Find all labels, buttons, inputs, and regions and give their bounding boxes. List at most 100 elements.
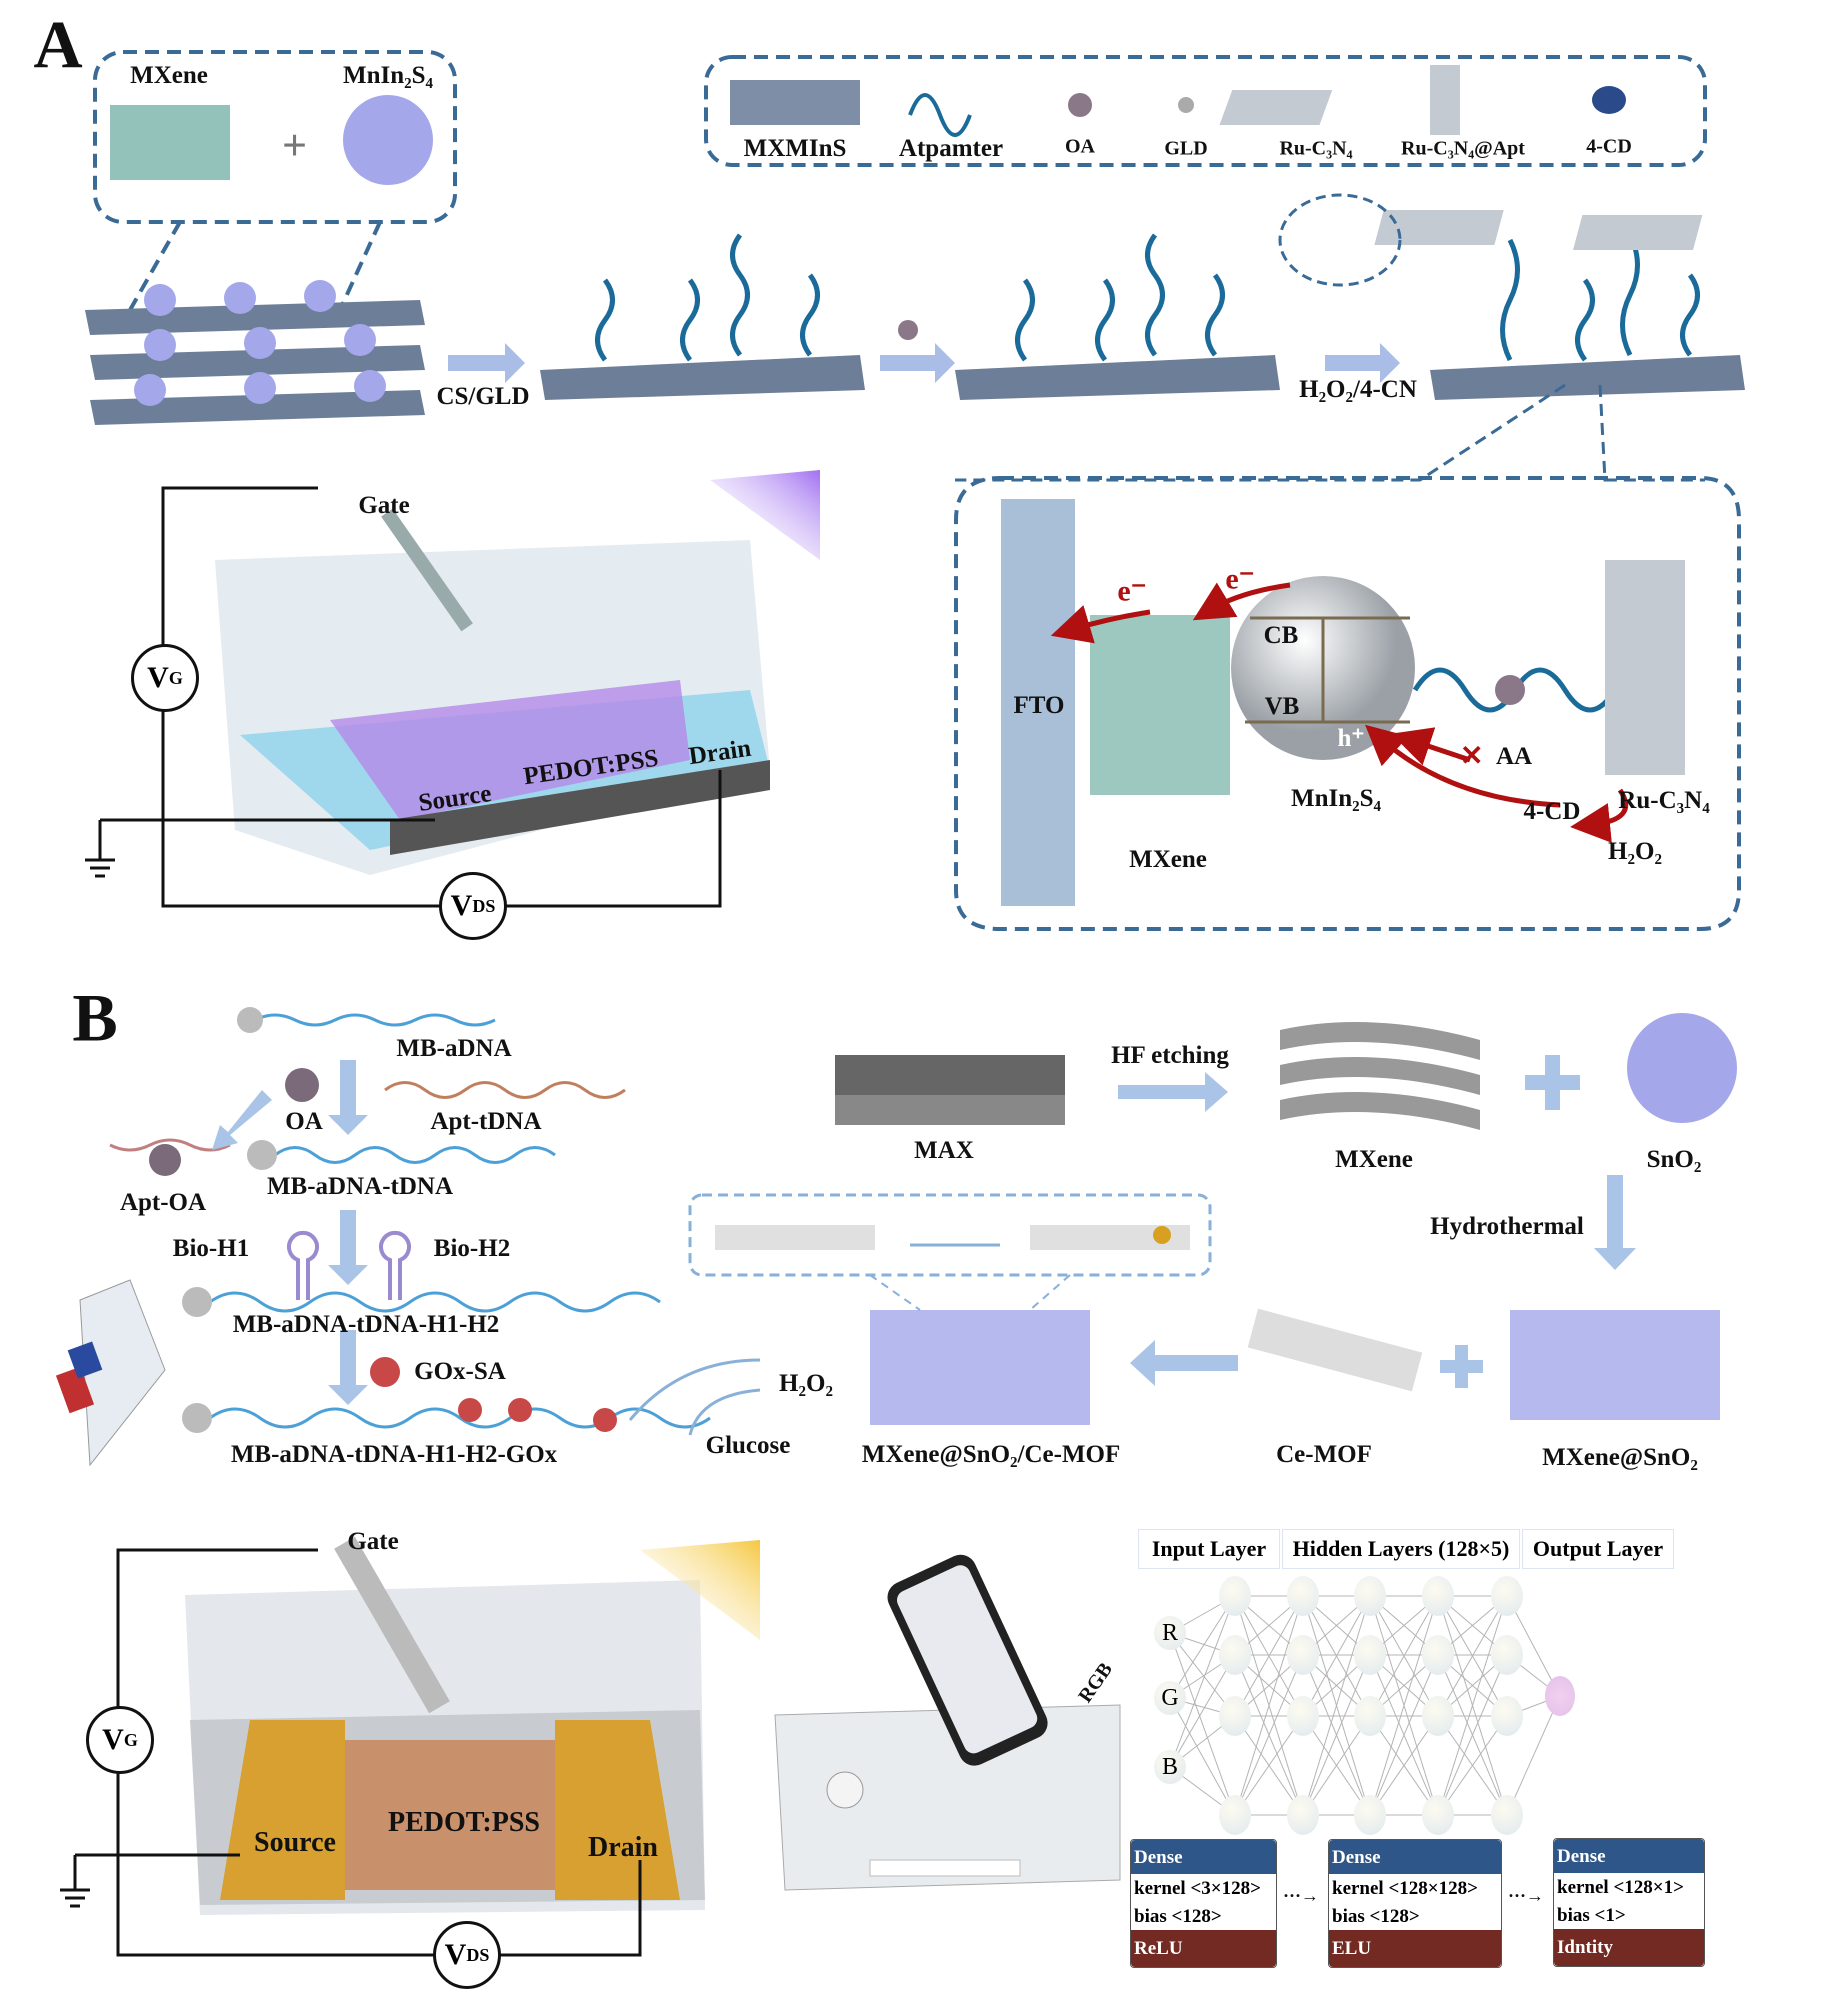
step-h2o2-4cn: H₂O₂/4-CN — [1299, 376, 1417, 403]
connection — [1169, 1632, 1236, 1816]
hidden-node — [1287, 1696, 1319, 1736]
mxene-crystal-label: MXene — [1129, 846, 1207, 873]
band-lines — [1245, 616, 1410, 724]
electron-transfer-arrows — [1050, 582, 1629, 843]
max-label: MAX — [914, 1137, 974, 1164]
sno2-flower — [1627, 1013, 1737, 1123]
aa-label: AA — [1495, 743, 1533, 770]
hidden-node — [1354, 1795, 1386, 1835]
hydrothermal-arrow — [1594, 1175, 1636, 1270]
mxene-sno2-ce-mof — [870, 1310, 1090, 1425]
hydrothermal-label: Hydrothermal — [1430, 1213, 1584, 1240]
connection — [1437, 1595, 1508, 1717]
ru-c3n4-label: Ru-C₃N₄ — [1618, 787, 1710, 814]
dots-arrow-2: ···→ — [1507, 1885, 1545, 1906]
sno2-label: SnO₂ — [1646, 1146, 1702, 1173]
panel-b-label: B — [72, 979, 118, 1056]
plus-icon-2 — [1440, 1345, 1483, 1388]
mxene-lattice-icon — [110, 105, 230, 180]
dense-title: Dense — [1329, 1840, 1501, 1874]
oa-particle-icon — [898, 320, 918, 340]
cb-label: CB — [1263, 622, 1299, 649]
legend-oa: OA — [1065, 135, 1095, 158]
hidden-node — [1287, 1576, 1319, 1616]
circuit-wires-a — [85, 486, 722, 908]
connection — [1169, 1654, 1236, 1768]
ru-c3n4-crystal — [1605, 560, 1685, 775]
connection — [1369, 1595, 1439, 1717]
dense-title: Dense — [1554, 1839, 1704, 1873]
aptamer-strands — [595, 233, 1700, 362]
connection — [1234, 1715, 1304, 1816]
vb-label: VB — [1264, 693, 1300, 720]
circuit-wires-b — [60, 1548, 642, 1957]
ru-c3n4-sheet-left — [1374, 210, 1504, 245]
connection — [1369, 1654, 1439, 1816]
gate-label-a: Gate — [358, 492, 410, 519]
source-label-b: Source — [254, 1827, 336, 1858]
step-cs-gld: CS/GLD — [436, 383, 530, 410]
plus-icon: + — [282, 121, 307, 170]
h2o2-label: H₂O₂ — [1608, 838, 1662, 865]
legend-aptamer: Atpamter — [898, 135, 1004, 162]
dense-block-1: Dense kernel <3×128> bias <128> ReLU — [1130, 1839, 1277, 1968]
flowers — [134, 280, 386, 406]
oa-particle — [285, 1068, 319, 1102]
connection — [1169, 1595, 1236, 1699]
hidden-node — [1219, 1576, 1251, 1616]
ce-mof-rods — [1247, 1308, 1423, 1392]
apt-tdna-label: Apt-tDNA — [430, 1108, 542, 1135]
device-b — [185, 1536, 760, 1915]
hf-arrow — [1118, 1072, 1228, 1112]
hidden-node — [1287, 1795, 1319, 1835]
mxene-crystal — [1090, 615, 1230, 795]
left-arrow — [1130, 1340, 1238, 1386]
mxene-mnin2s4-callout — [93, 50, 457, 224]
connection — [1234, 1595, 1304, 1717]
process-arrows — [448, 343, 1400, 383]
probe-callout — [1278, 193, 1402, 287]
connection — [1169, 1595, 1236, 1768]
dots-arrow-1: ···→ — [1282, 1885, 1320, 1906]
mxene-label-b: MXene — [1335, 1146, 1413, 1173]
connection — [1169, 1697, 1236, 1816]
connection — [1234, 1654, 1304, 1816]
composite-label: MXene@SnO₂/Ce-MOF — [861, 1441, 1121, 1468]
electron-label-2: e⁻ — [1225, 562, 1255, 596]
hidden-node — [1491, 1635, 1523, 1675]
connection — [1437, 1715, 1508, 1816]
mnin2s4-flower-icon — [343, 95, 433, 185]
bio-h1-label: Bio-H1 — [172, 1235, 250, 1262]
connection — [1369, 1715, 1439, 1816]
gox-sa-particles — [370, 1357, 617, 1432]
connection — [1369, 1595, 1439, 1816]
mechanism-inset-border — [954, 476, 1741, 931]
h2o2-label-b: H₂O₂ — [779, 1370, 833, 1397]
header-output-layer: Output Layer — [1522, 1529, 1674, 1569]
dense-title: Dense — [1131, 1840, 1276, 1874]
magnet-tube — [79, 1279, 166, 1467]
blocked-cross-icon: ✕ — [1460, 741, 1483, 772]
connection — [1506, 1695, 1561, 1816]
gate-label-b: Gate — [347, 1528, 399, 1555]
magnetic-beads — [182, 1007, 277, 1433]
dense-bias: bias <128> — [1134, 1906, 1222, 1927]
hidden-node — [1219, 1696, 1251, 1736]
mxene-layers — [1280, 1022, 1480, 1130]
connection — [1302, 1654, 1371, 1816]
h1-h2-label: MB-aDNA-tDNA-H1-H2 — [232, 1311, 500, 1338]
hidden-node — [1354, 1576, 1386, 1616]
hidden-node — [1354, 1635, 1386, 1675]
legend-ru-c3n4-apt: Ru-C₃N₄@Apt — [1401, 137, 1525, 160]
legend-gld: GLD — [1164, 137, 1208, 160]
ru-c3n4-sheet-right — [1573, 215, 1703, 250]
connection — [1437, 1654, 1508, 1816]
apt-oa-particle — [149, 1144, 181, 1176]
mb-adna-label: MB-aDNA — [396, 1035, 512, 1062]
input-node-g: G — [1154, 1681, 1186, 1715]
mxene-label: MXene — [130, 62, 208, 89]
legend-box — [704, 55, 1707, 167]
